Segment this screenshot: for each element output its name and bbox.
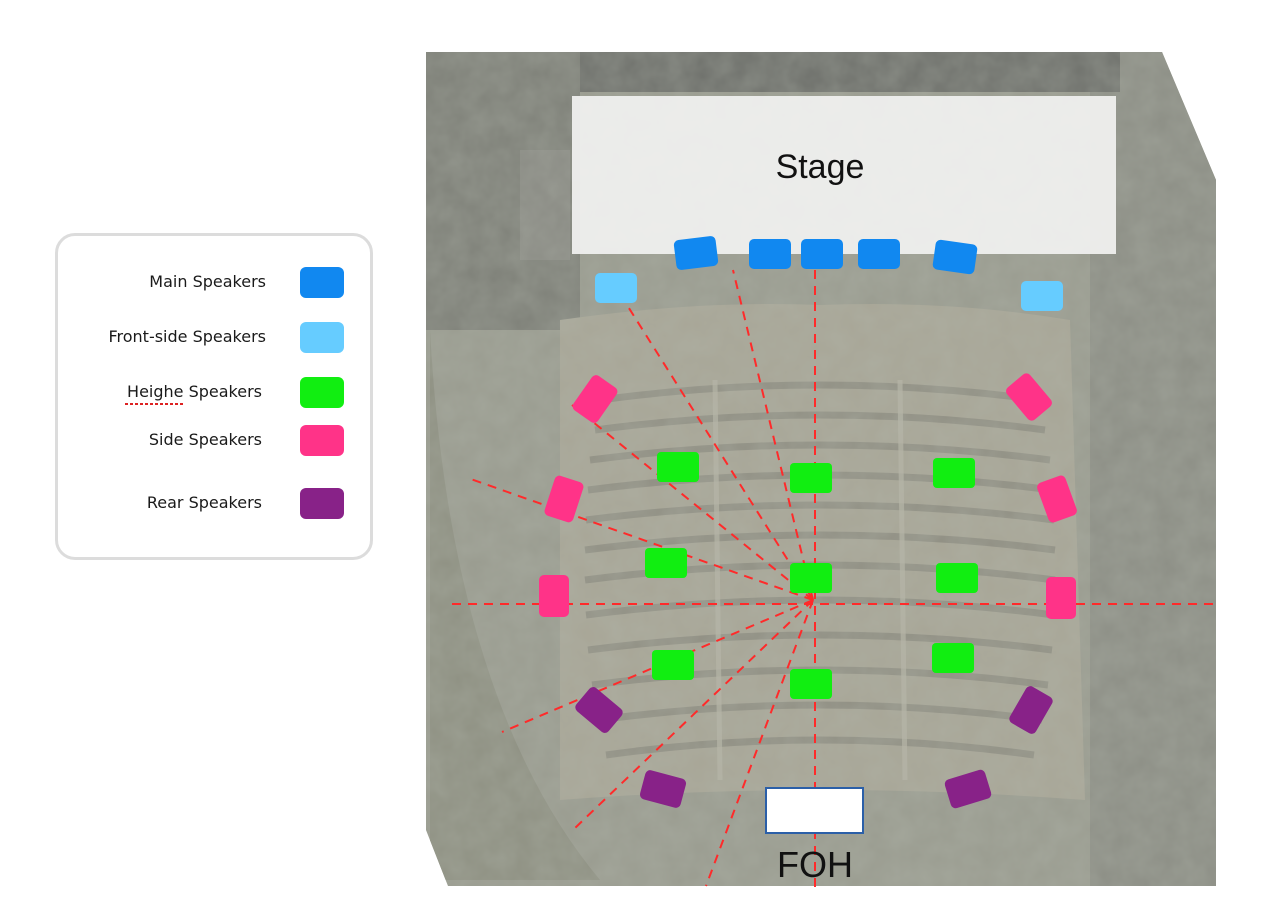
height-speaker	[936, 563, 978, 593]
rear-speaker	[1009, 686, 1053, 734]
legend-swatch-front-side	[300, 322, 344, 353]
legend: Main Speakers Front-side Speakers Heighe…	[55, 233, 373, 560]
legend-label: Front-side Speakers	[108, 327, 266, 346]
main-speaker	[749, 239, 791, 269]
legend-item-side: Side Speakers	[58, 423, 370, 457]
side-speaker	[544, 475, 584, 523]
rear-speaker	[575, 687, 623, 733]
side-speakers	[539, 373, 1077, 619]
legend-label: Heighe Speakers	[125, 375, 262, 409]
height-speaker	[790, 463, 832, 493]
legend-swatch-rear	[300, 488, 344, 519]
legend-label: Rear Speakers	[146, 493, 262, 512]
side-speaker	[1046, 577, 1076, 619]
main-speaker	[858, 239, 900, 269]
height-speaker	[652, 650, 694, 680]
rear-speaker	[639, 770, 687, 808]
legend-label-text: Heighe Speakers	[127, 382, 262, 401]
legend-swatch-height	[300, 377, 344, 408]
legend-item-front-side: Front-side Speakers	[58, 320, 370, 354]
legend-item-rear: Rear Speakers	[58, 486, 370, 520]
side-speaker	[539, 575, 569, 617]
side-speaker	[1006, 373, 1052, 421]
front-side-speaker	[595, 273, 637, 303]
height-speaker	[645, 548, 687, 578]
height-speakers	[645, 452, 978, 699]
rear-speakers	[575, 686, 1053, 809]
height-speaker	[790, 669, 832, 699]
front-side-speakers	[595, 273, 1063, 311]
foh-label: FOH	[777, 844, 853, 885]
guide-lines	[452, 269, 1216, 890]
foh-position	[765, 787, 864, 834]
side-speaker	[572, 375, 618, 423]
legend-label: Main Speakers	[149, 272, 266, 291]
height-speaker	[657, 452, 699, 482]
main-speaker	[673, 236, 719, 270]
legend-swatch-main	[300, 267, 344, 298]
height-speaker	[933, 458, 975, 488]
stage	[572, 96, 1116, 254]
height-speaker	[932, 643, 974, 673]
stage-label: Stage	[776, 148, 865, 186]
spellcheck-underline	[125, 403, 186, 405]
front-side-speaker	[1021, 281, 1063, 311]
side-speaker	[1037, 475, 1077, 523]
main-speaker	[932, 239, 978, 275]
rear-speaker	[944, 769, 992, 809]
legend-label: Side Speakers	[148, 430, 262, 449]
legend-swatch-side	[300, 425, 344, 456]
legend-item-height: Heighe Speakers	[58, 375, 370, 409]
legend-item-main: Main Speakers	[58, 265, 370, 299]
main-speaker	[801, 239, 843, 269]
main-speakers	[673, 236, 978, 275]
height-speaker	[790, 563, 832, 593]
